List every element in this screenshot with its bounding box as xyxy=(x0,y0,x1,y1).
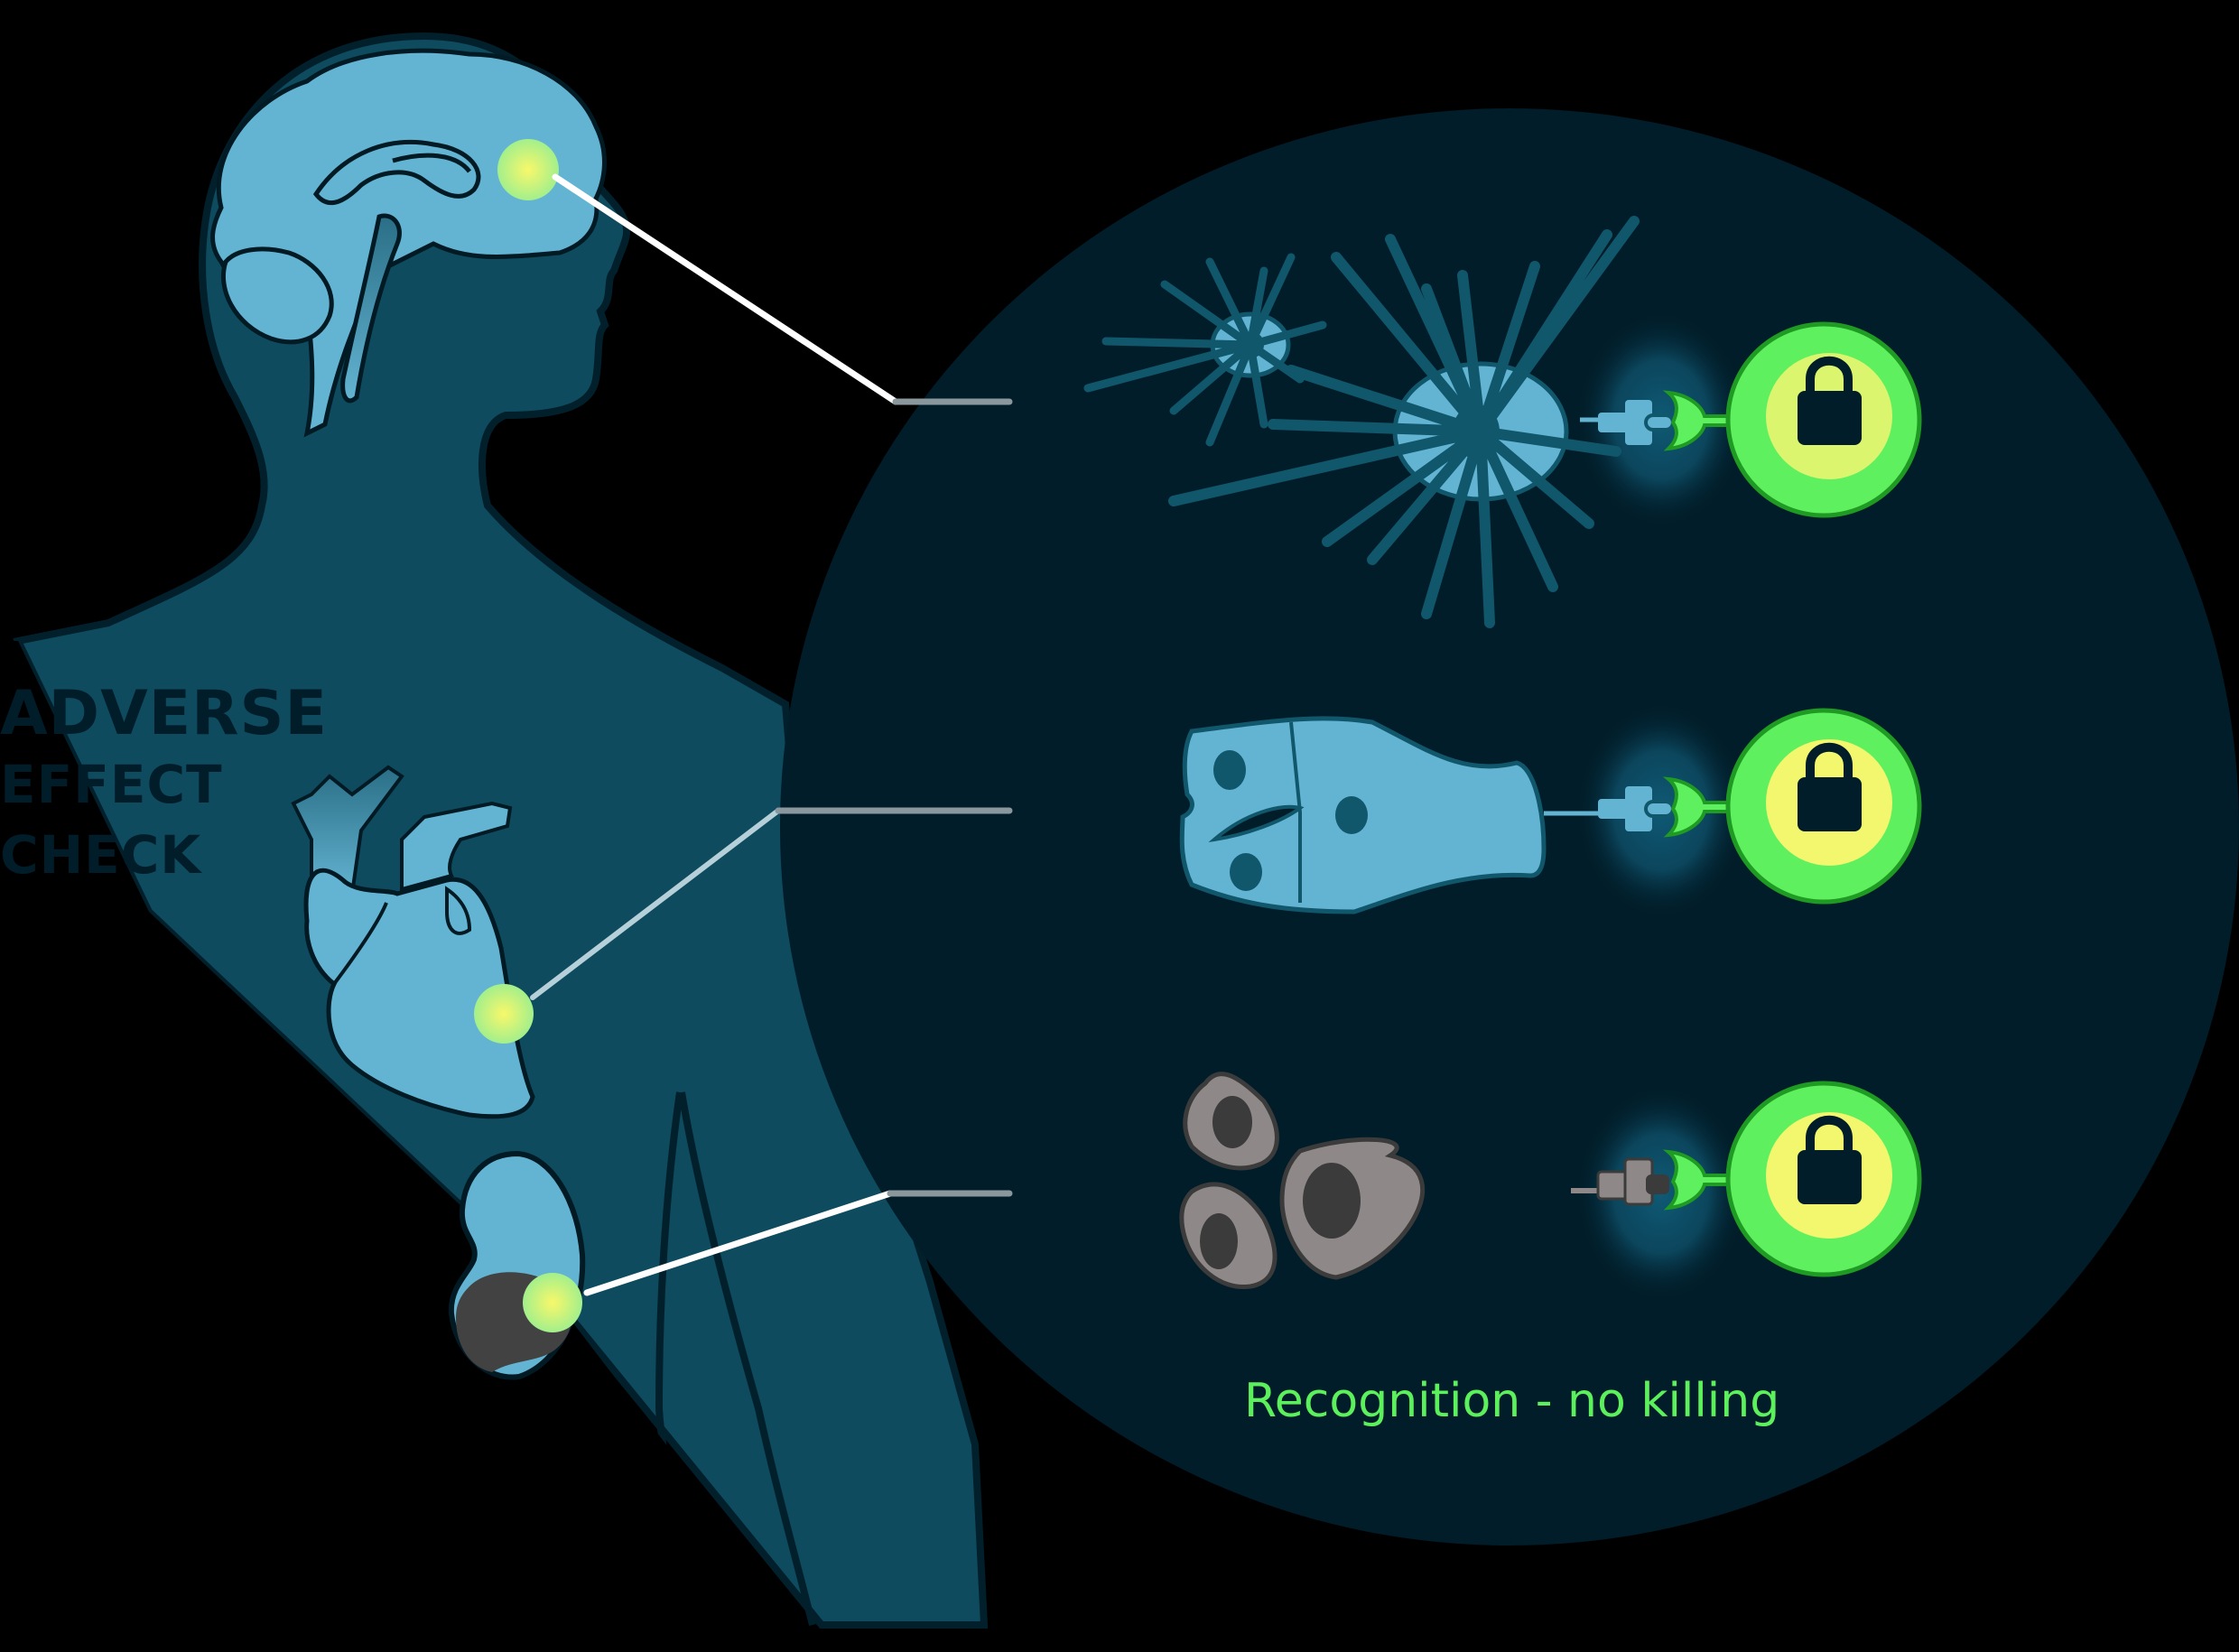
caption-text: Recognition - no killing xyxy=(1244,1374,1780,1428)
brain-illustration xyxy=(210,48,607,438)
tumor-cells xyxy=(1179,1072,1425,1290)
lock-icon xyxy=(1806,1115,1853,1152)
heart-illustration xyxy=(291,765,535,1119)
heart-muscle-cells xyxy=(1179,716,1547,914)
diagram-title: Adverse effect check xyxy=(0,679,328,890)
title-line-3: check xyxy=(0,824,202,886)
neuron-cells xyxy=(1083,216,1640,628)
heart-highlight-spot xyxy=(474,984,534,1044)
brain-highlight-spot xyxy=(497,139,559,200)
connector-lines xyxy=(530,173,1013,1296)
title-line-2: effect xyxy=(0,754,223,815)
kidney-illustration xyxy=(448,1150,586,1380)
kidney-highlight-spot xyxy=(523,1273,582,1332)
lock-icon xyxy=(1806,356,1853,393)
car-t-row-3 xyxy=(1571,1081,1922,1277)
car-t-row-2 xyxy=(1544,708,1922,905)
car-t-row-1 xyxy=(1580,321,1922,518)
lock-icon xyxy=(1806,742,1853,779)
title-line-1: Adverse xyxy=(0,678,328,749)
